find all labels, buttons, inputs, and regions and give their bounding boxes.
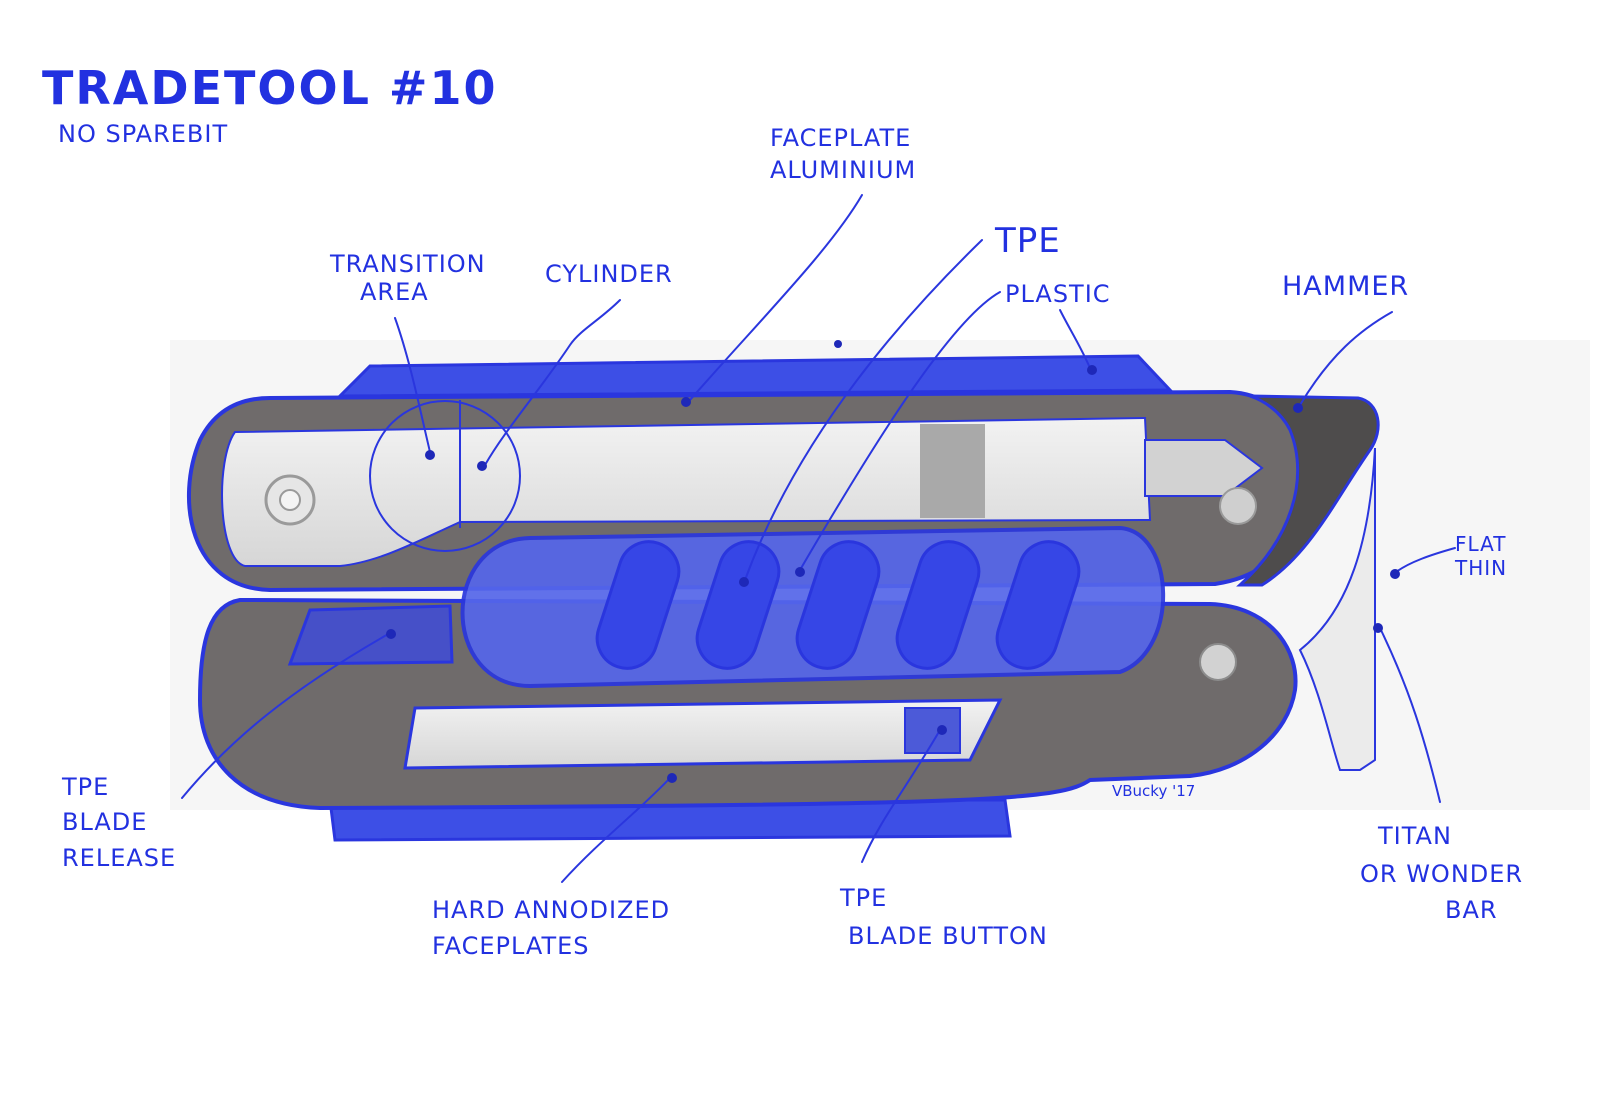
label-faceplate-1: FACEPLATE — [770, 124, 911, 152]
blade-window — [403, 698, 1003, 770]
label-blade-button-1: TPE — [839, 884, 887, 912]
top-faceplate — [336, 354, 1174, 398]
blade-button — [904, 707, 961, 754]
artist-signature: VBucky '17 — [1112, 782, 1195, 800]
label-cylinder: CYLINDER — [545, 260, 673, 288]
label-flat: FLAT — [1455, 532, 1506, 556]
label-transition-area-2: AREA — [360, 278, 429, 306]
leader-lines — [181, 194, 1456, 883]
titan-bar — [1298, 447, 1376, 771]
label-hard-anodized-2: FACEPLATES — [432, 932, 590, 960]
label-faceplate-2: ALUMINIUM — [770, 156, 916, 184]
label-plastic: PLASTIC — [1005, 280, 1111, 308]
blade-release — [287, 604, 454, 666]
label-blade-release-1: TPE — [61, 773, 109, 801]
label-titan-1: TITAN — [1377, 822, 1452, 850]
sketch-subtitle: NO SPAREBIT — [58, 120, 228, 148]
cylinder-band — [920, 424, 985, 518]
transition-circle — [369, 400, 521, 552]
label-blade-button-2: BLADE BUTTON — [848, 922, 1048, 950]
label-transition-area-1: TRANSITION — [329, 250, 486, 278]
screwdriver-bit — [1144, 439, 1264, 497]
label-hammer: HAMMER — [1282, 271, 1409, 302]
sketch-title: TRADETOOL #10 — [42, 61, 497, 115]
grip-slots — [595, 540, 1081, 670]
hammer-head — [1236, 394, 1380, 587]
label-tpe-top: TPE — [994, 221, 1061, 261]
label-blade-release-3: RELEASE — [62, 844, 176, 872]
upper-handle-inner — [221, 416, 1152, 567]
label-titan-3: BAR — [1445, 896, 1498, 924]
leader-dots — [386, 340, 1400, 783]
label-blade-release-2: BLADE — [62, 808, 147, 836]
label-titan-2: OR WONDER — [1360, 860, 1523, 888]
label-hard-anodized-1: HARD ANNODIZED — [432, 896, 670, 924]
label-thin: THIN — [1454, 556, 1507, 580]
